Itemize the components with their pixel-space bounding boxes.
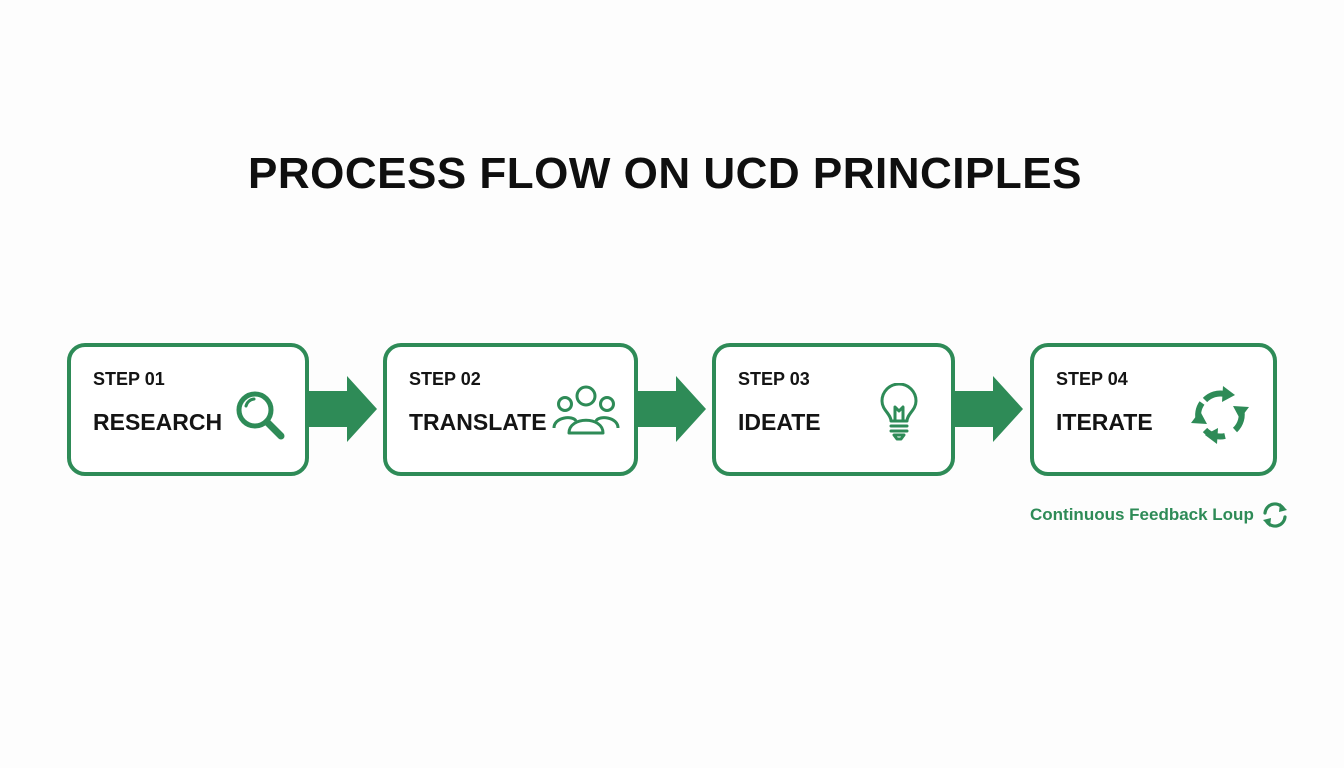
feedback-label: Continuous Feedback Loup [1030, 505, 1254, 524]
step-number: STEP 03 [738, 369, 810, 389]
lightbulb-icon [880, 383, 918, 441]
step-card-iterate: STEP 04 ITERATE [1030, 343, 1277, 476]
step-card-ideate: STEP 03 IDEATE [712, 343, 955, 476]
step-number: STEP 04 [1056, 369, 1128, 389]
step-title: ITERATE [1056, 409, 1153, 435]
cycle-arrows-icon [1191, 386, 1249, 444]
feedback-loop-note: Continuous Feedback Loup [1030, 500, 1290, 530]
refresh-icon [1262, 502, 1287, 528]
step-card-research: STEP 01 RESEARCH [67, 343, 309, 476]
flow-arrow [951, 376, 1023, 442]
step-number: STEP 02 [409, 369, 481, 389]
flow-arrow [634, 376, 706, 442]
step-title: RESEARCH [93, 409, 223, 435]
flow-arrow [305, 376, 377, 442]
step-title: TRANSLATE [409, 409, 547, 435]
diagram-title: PROCESS FLOW ON UCD PRINCIPLES [248, 149, 1082, 198]
step-card-translate: STEP 02 TRANSLATE [383, 343, 638, 476]
people-group-icon [552, 385, 620, 435]
magnifier-icon [236, 391, 285, 440]
step-title: IDEATE [738, 409, 821, 435]
step-number: STEP 01 [93, 369, 165, 389]
